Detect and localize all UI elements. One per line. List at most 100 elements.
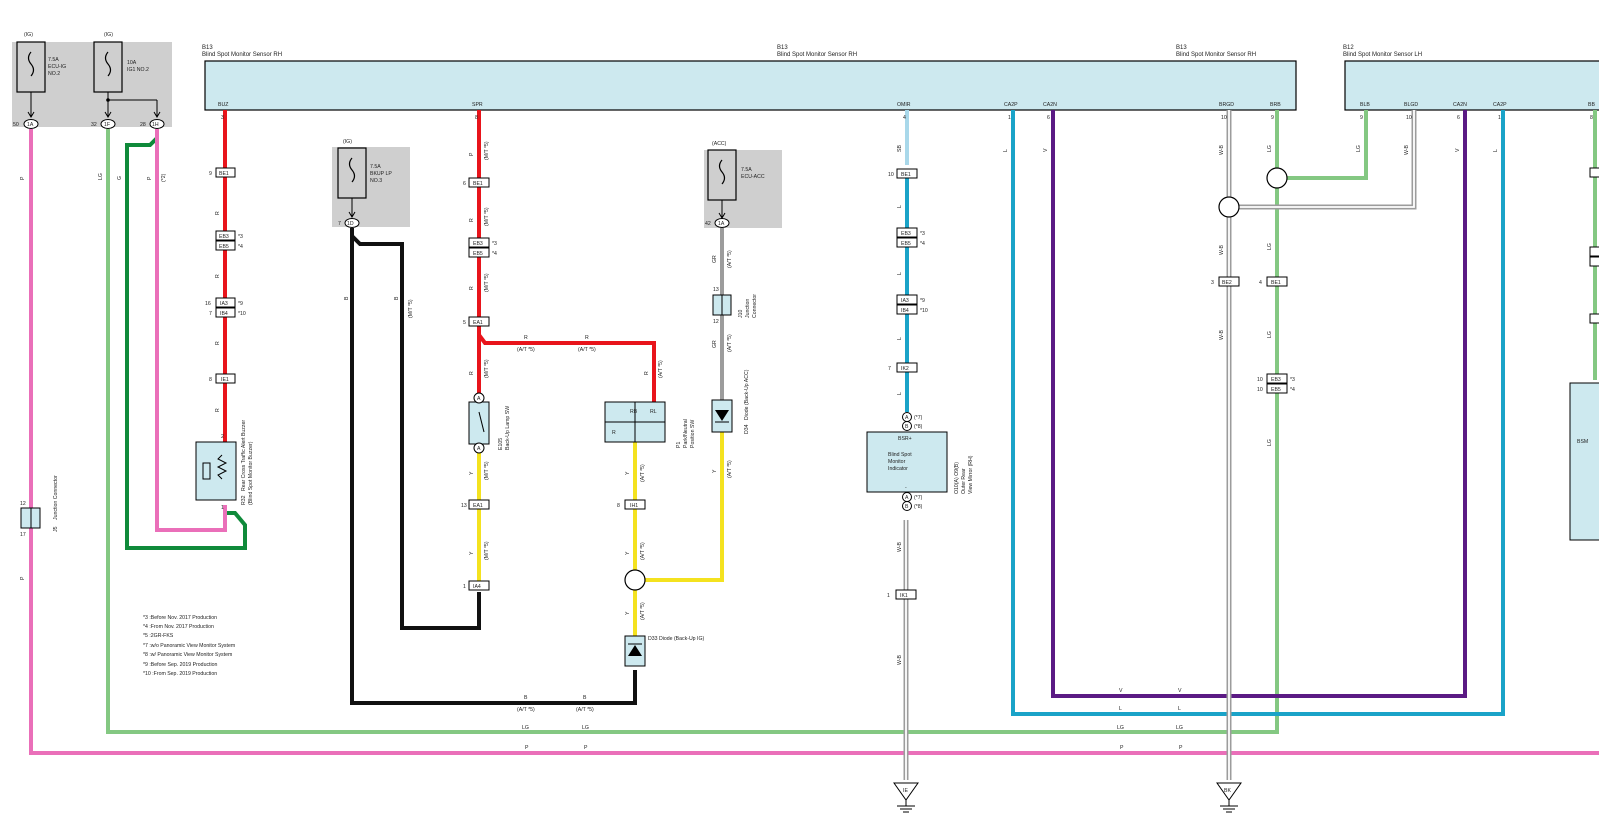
condition-note: (A/T *5) [727, 250, 733, 268]
wire-color-label: V [1119, 688, 1123, 694]
component-name: Outer Rear [961, 468, 967, 494]
pin-label: - [905, 485, 907, 491]
module-name: Blind Spot Monitor Sensor RH [1176, 52, 1256, 58]
pin-label: RB [630, 409, 638, 415]
wire-color-label: R [215, 408, 221, 412]
component-name: D33 Diode (Back-Up IG) [648, 636, 704, 642]
wire-color-label: LG [522, 725, 529, 731]
module-b12-lh: B12 Blind Spot Monitor Sensor LH BLB BLG… [1343, 45, 1599, 111]
pin-label: BSR+ [898, 436, 912, 442]
wire-color-label: P [20, 176, 26, 180]
condition-note: *4 [1290, 387, 1295, 393]
condition-note: (*8) [914, 424, 923, 430]
wire-color-label: V [1178, 688, 1182, 694]
condition-note: (*7) [914, 415, 923, 421]
condition-note: (M/T *5) [484, 141, 490, 160]
component-code: E105 [498, 438, 504, 450]
wire-wb-blgd [1229, 110, 1417, 210]
pin-number: 7 [888, 366, 891, 372]
connector-ih1: IH1 [630, 503, 638, 509]
pin-number: 6 [1457, 115, 1460, 121]
module-name: Blind Spot Monitor Sensor RH [777, 52, 857, 58]
fuse-name: NO.3 [370, 178, 382, 184]
bsm-block: BSM [1569, 167, 1599, 541]
component-name: View Mirror (RH) [968, 455, 974, 494]
ground-label: BK [1224, 788, 1231, 794]
ground-ie: IE [893, 782, 919, 813]
wire-color-label: Y [625, 551, 631, 555]
wire-color-label: P [147, 176, 153, 180]
fuse-amp: 7.5A [741, 167, 752, 173]
fuse-ign-label: (IG) [24, 32, 33, 38]
wire-color-label: Y [712, 469, 718, 473]
condition-note: (M/T *5) [484, 461, 490, 480]
component-name: (Blind Spot Monitor Buzzer) [248, 441, 254, 505]
wire-color-label: L [1119, 706, 1122, 712]
pin-number: 10 [888, 172, 894, 178]
wire-color-label: GR [712, 340, 718, 348]
module-name: Blind Spot Monitor Sensor RH [202, 52, 282, 58]
footnote: *10 :From Sep. 2019 Production [143, 671, 217, 677]
condition-note: (A/T *5) [576, 707, 594, 713]
condition-note: (M/T *5) [484, 359, 490, 378]
connector-ea1: EA1 [473, 503, 483, 509]
module-name: Blind Spot Monitor Sensor LH [1343, 52, 1422, 58]
wire-color-label: R [469, 286, 475, 290]
pin-number: 10 [1221, 115, 1227, 121]
wire-color-label: B [583, 695, 587, 701]
fuse-amp: 7.5A [370, 164, 381, 170]
connector-be1: BE1 [473, 181, 483, 187]
condition-note: (A/T *5) [640, 602, 646, 620]
wire-color-label: W-B [1404, 144, 1410, 155]
condition-note: *10 [920, 308, 928, 314]
pin-number: 13 [461, 503, 467, 509]
condition-note: (A/T *5) [640, 542, 646, 560]
pin-number: 50 [13, 122, 19, 128]
connector-ik2: IK2 [901, 366, 909, 372]
pin-number: 8 [1590, 115, 1593, 121]
connector-ia3: IA3 [220, 301, 228, 307]
wire-color-label: R [215, 211, 221, 215]
wire-color-label: R [585, 335, 589, 341]
module-code: B13 [1176, 45, 1187, 51]
wire-color-label: Y [625, 471, 631, 475]
pin-label-brgd: BRGD [1219, 102, 1234, 108]
wire-color-label: L [1493, 149, 1499, 152]
component-name: Park/Neutral [683, 419, 689, 448]
wire-color-label: Y [625, 611, 631, 615]
module-code: B13 [202, 45, 213, 51]
pin-number: 16 [205, 301, 211, 307]
connector-ik1: IK1 [900, 593, 908, 599]
condition-note: (M/T *5) [484, 541, 490, 560]
fuse-name: IG1 NO.2 [127, 67, 149, 73]
wire-color-label: L [897, 392, 903, 395]
fuse-ign-label: (ACC) [712, 141, 727, 147]
component-code: D34 [744, 424, 750, 434]
fuse-ign-label: (IG) [343, 139, 352, 145]
wire-color-label: W-B [897, 541, 903, 552]
pin-number: 1 [1498, 115, 1501, 121]
pin-number: 1 [221, 505, 224, 511]
fuse-ign-label: (IG) [104, 32, 113, 38]
horizontal-wire-labels: R (A/T *5) R (A/T *5) B (A/T *5) B (A/T … [517, 335, 1183, 751]
wire-color-label: R [524, 335, 528, 341]
pin-label-ca2n: CA2N [1043, 102, 1057, 108]
connector-eb5: EB5 [901, 241, 911, 247]
terminal-label: A [905, 415, 909, 421]
wire-color-label: W-B [1219, 329, 1225, 340]
module-code: B12 [1343, 45, 1354, 51]
wire-color-label: P [20, 576, 26, 580]
backup-lamp-switch: A A E105 Back-Up Lamp SW [468, 392, 511, 454]
terminal-label: A [905, 495, 909, 501]
footnote: *7 :w/o Panoramic View Monitor System [143, 643, 235, 649]
wire-color-label: R [644, 371, 650, 375]
pin-number: 13 [713, 287, 719, 293]
wire-black-mt [350, 234, 481, 630]
connector-eb3: EB3 [901, 231, 911, 237]
condition-note: (A/T *5) [658, 360, 664, 378]
pin-label-buz: BUZ [218, 102, 228, 108]
terminal-label: 1D [347, 221, 354, 227]
terminal-label: 1A [27, 122, 34, 128]
pin-number: 3 [221, 115, 224, 121]
